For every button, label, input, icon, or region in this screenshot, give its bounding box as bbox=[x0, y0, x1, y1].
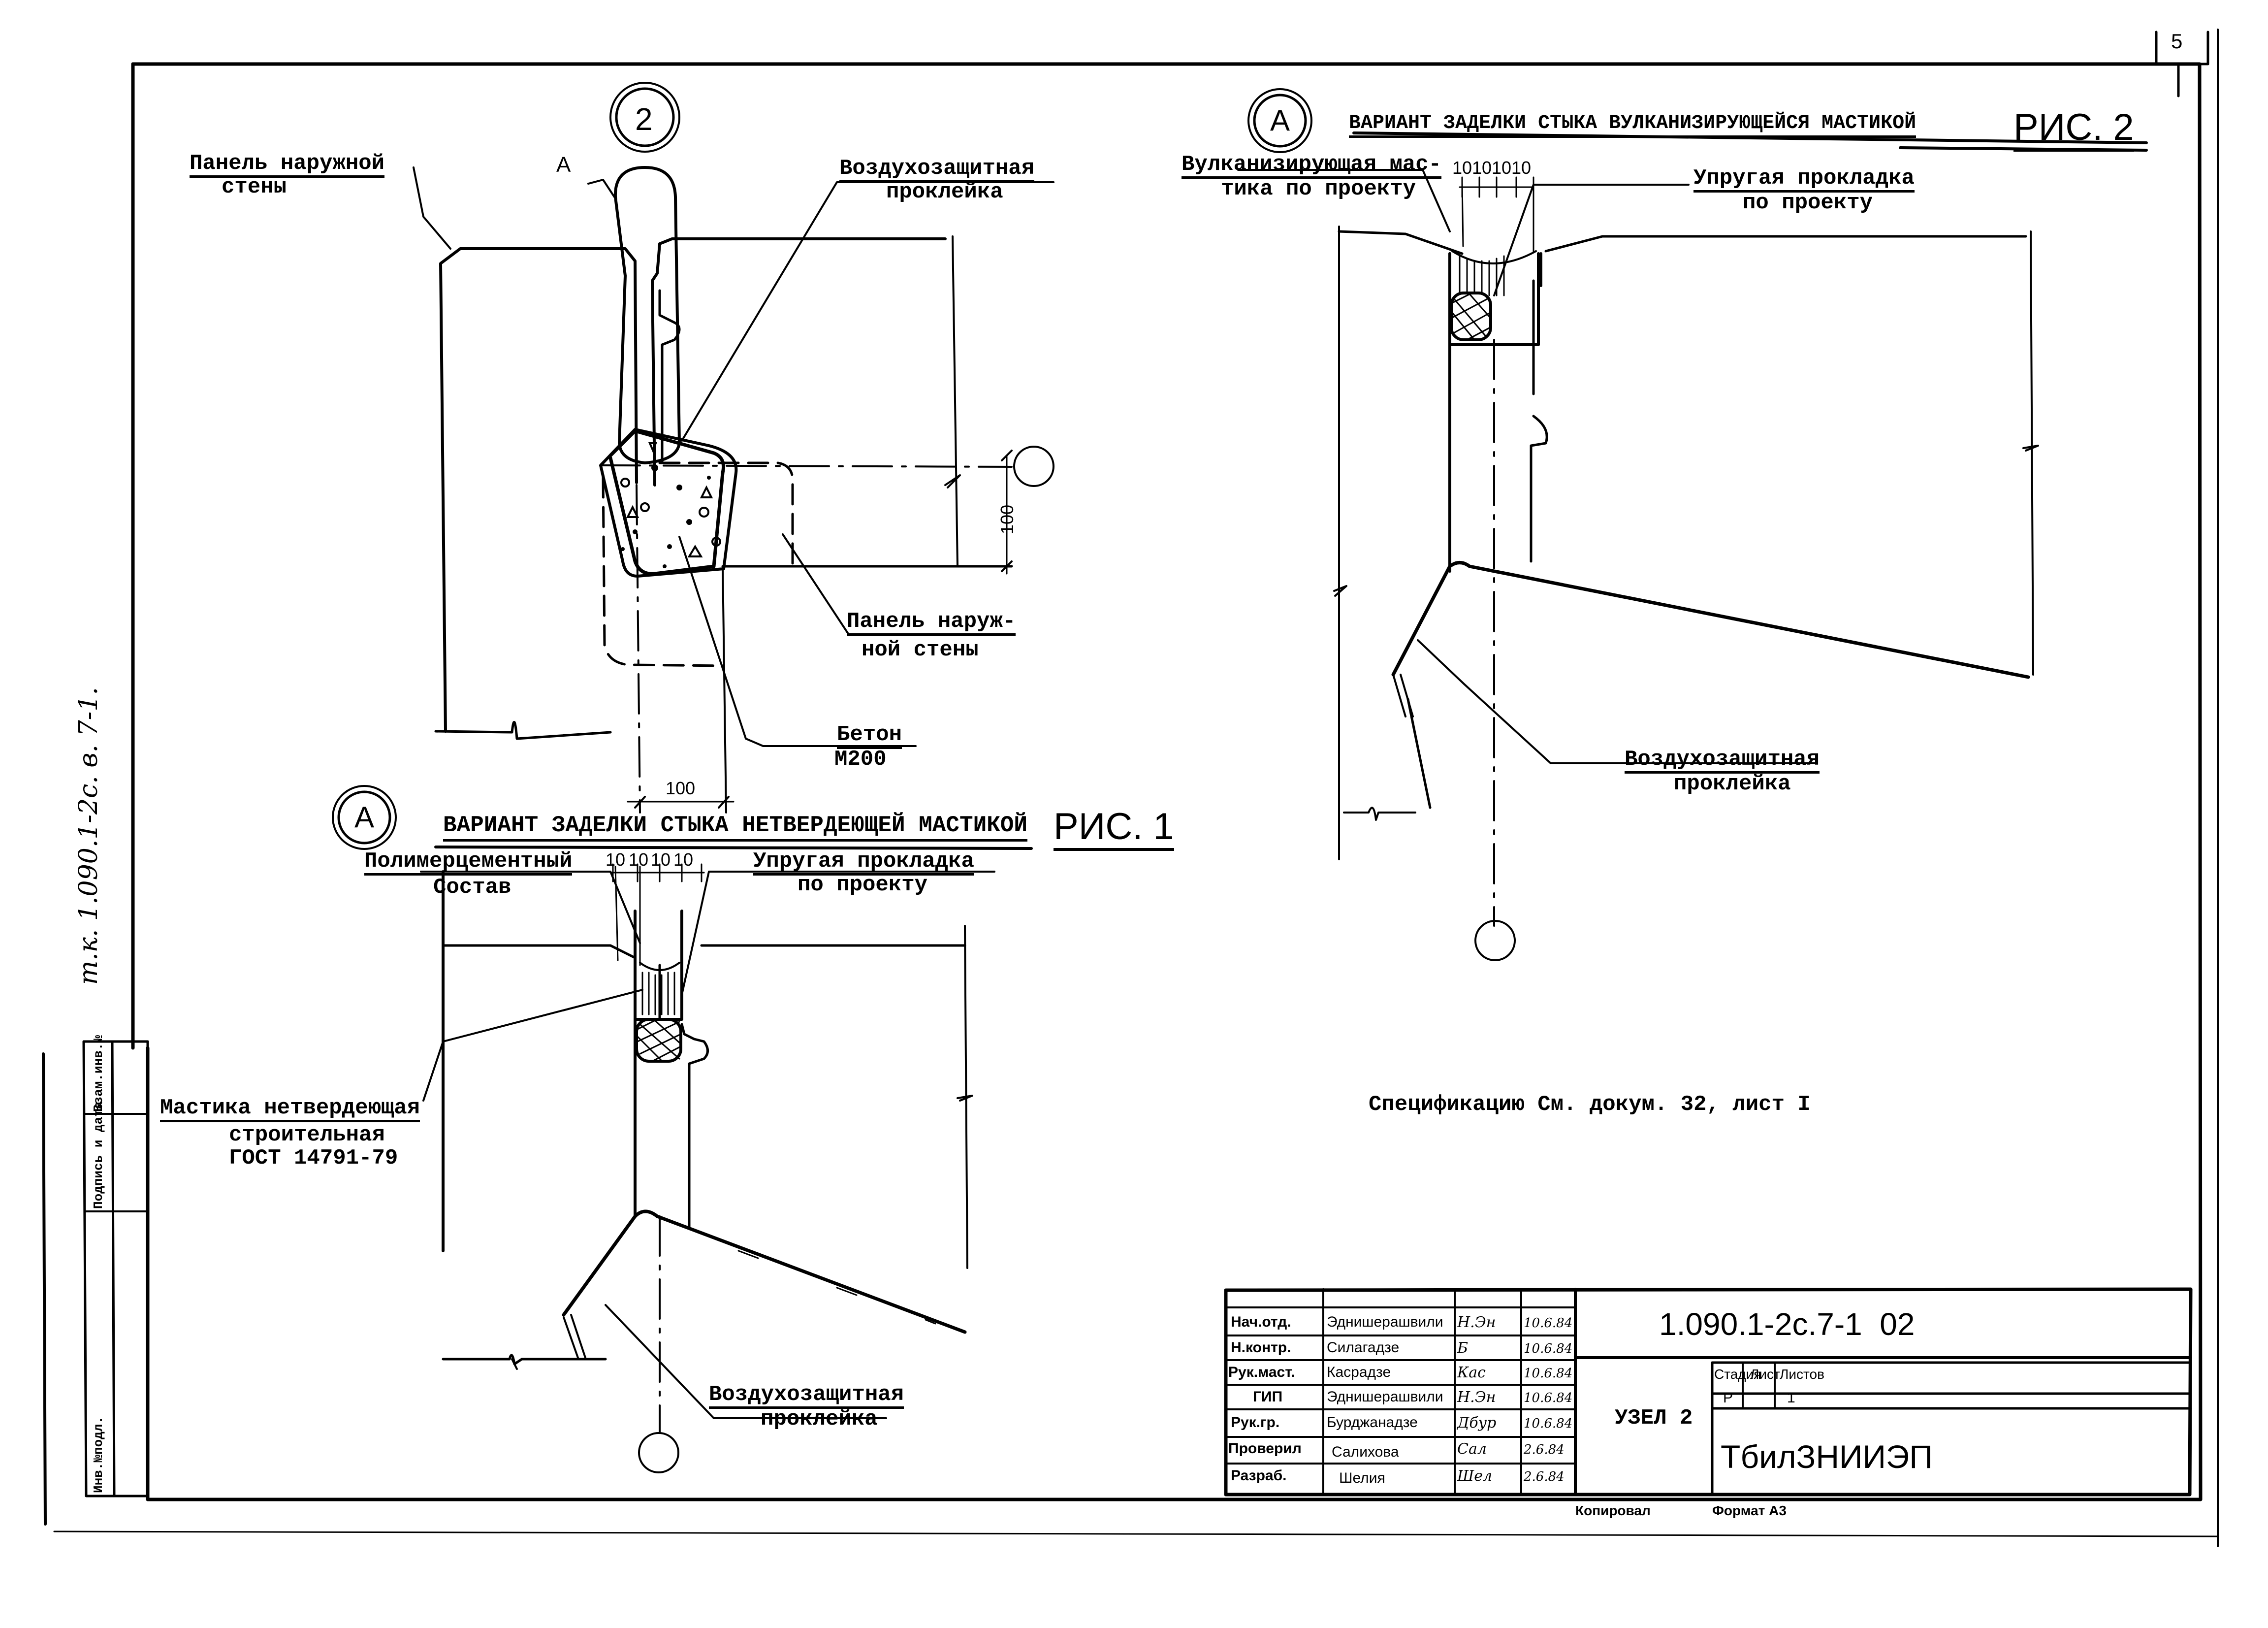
fig1-dim-1: 10 bbox=[606, 849, 626, 870]
tb-sign-5: Сал bbox=[1457, 1440, 1487, 1458]
page-number: 5 bbox=[2171, 30, 2183, 53]
fig1-dim-3: 10 bbox=[651, 849, 671, 870]
main-view-drawing bbox=[413, 82, 1054, 814]
fig2-drawing bbox=[1237, 88, 2148, 961]
tb-name-5: Салихова bbox=[1332, 1444, 1399, 1460]
tb-role-5: Проверил bbox=[1228, 1440, 1302, 1457]
fig1-label-elastic-gasket-line2: по проекту bbox=[798, 873, 928, 897]
tb-role-6: Разраб. bbox=[1231, 1467, 1287, 1484]
section-ref-label: A bbox=[556, 153, 571, 177]
fig1-dim-4: 10 bbox=[673, 849, 694, 870]
fig1-title: ВАРИАНТ ЗАДЕЛКИ СТЫКА НЕТВЕРДЕЮЩЕЙ МАСТИ… bbox=[443, 813, 1027, 842]
fig1-label-mastic-gost: ГОСТ 14791-79 bbox=[229, 1146, 398, 1171]
tb-role-1: Н.контр. bbox=[1231, 1339, 1291, 1356]
fig1-label-mastic: Мастика нетвердеющая bbox=[160, 1097, 420, 1122]
fig1-label-polymer-cement: Полимерцементный bbox=[364, 850, 573, 876]
format-label: Формат А3 bbox=[1712, 1503, 1787, 1518]
tb-date-5: 2.6.84 bbox=[1524, 1442, 1565, 1457]
fig1-label-elastic-gasket: Упругая прокладка bbox=[753, 850, 974, 876]
label-concrete-grade: М200 bbox=[834, 747, 887, 772]
fig1-label-polymer-cement-line2: Состав bbox=[433, 875, 511, 900]
side-stamp-label-replacement: Взам.инв.№ bbox=[91, 1035, 106, 1112]
sheets-value: 1 bbox=[1787, 1390, 1795, 1406]
side-stamp-label-signature: Подпись и дата bbox=[91, 1101, 106, 1209]
tb-date-1: 10.6.84 bbox=[1524, 1341, 1573, 1356]
fig2-label: РИС. 2 bbox=[2013, 106, 2134, 152]
tb-sign-3: Н.Эн bbox=[1457, 1389, 1496, 1406]
stage-header: Стадия bbox=[1714, 1367, 1761, 1382]
fig2-dim-2: 10 bbox=[1472, 158, 1492, 178]
stage-value: Р bbox=[1723, 1390, 1733, 1406]
fig1-drawing bbox=[332, 785, 1169, 1473]
tb-name-1: Силагадзе bbox=[1327, 1339, 1400, 1356]
tb-name-2: Касрадзе bbox=[1327, 1364, 1391, 1380]
tb-name-0: Эднишерашвили bbox=[1327, 1314, 1443, 1330]
fig1-label-air-barrier-line2: проклейка bbox=[761, 1407, 878, 1432]
dimension-horizontal-100: 100 bbox=[666, 778, 696, 798]
tb-name-4: Бурджанадзе bbox=[1327, 1414, 1418, 1431]
tb-sign-1: Б bbox=[1457, 1339, 1469, 1357]
tb-name-6: Шелия bbox=[1339, 1470, 1385, 1486]
fig2-label-elastic-gasket: Упругая прокладка bbox=[1693, 167, 1915, 193]
copied-label: Копировал bbox=[1575, 1503, 1651, 1518]
fig1-label-mastic-line2: строительная bbox=[229, 1123, 385, 1147]
fig2-label-elastic-gasket-line2: по проекту bbox=[1743, 191, 1873, 215]
fig1-label: РИС. 1 bbox=[1054, 805, 1174, 851]
tb-name-3: Эднишерашвили bbox=[1327, 1389, 1443, 1405]
fig2-label-vulcanizing-mastic: Вулканизирующая мас- bbox=[1182, 154, 1442, 179]
tb-sign-6: Шел bbox=[1457, 1467, 1493, 1485]
side-stamp bbox=[42, 1040, 149, 1526]
label-panel-outer-wall-2-line2: ной стены bbox=[862, 638, 979, 662]
fig2-section-marker: A bbox=[1270, 104, 1290, 137]
title-block-frame bbox=[1224, 1287, 2193, 1497]
tb-role-2: Рук.маст. bbox=[1228, 1364, 1295, 1380]
tb-date-2: 10.6.84 bbox=[1524, 1366, 1573, 1381]
fig1-label-air-barrier: Воздухозащитная bbox=[709, 1384, 904, 1409]
label-air-barrier-main-line2: проклейка bbox=[886, 180, 1003, 204]
organization: ТбилЗНИИЭП bbox=[1721, 1438, 1933, 1475]
fig2-label-vulcanizing-mastic-line2: тика по проекту bbox=[1221, 177, 1416, 201]
dimension-vertical-100: 100 bbox=[997, 504, 1017, 534]
fig2-dim-1: 10 bbox=[1452, 158, 1472, 178]
fig2-label-air-barrier-line2: проклейка bbox=[1674, 772, 1791, 796]
label-concrete: Бетон bbox=[837, 724, 902, 749]
specification-note: Спецификацию См. докум. 32, лист I bbox=[1369, 1092, 1811, 1117]
fig2-label-air-barrier: Воздухозащитная bbox=[1625, 749, 1820, 774]
tb-date-4: 10.6.84 bbox=[1524, 1416, 1573, 1431]
label-panel-outer-wall-2: Панель наруж- bbox=[847, 611, 1016, 636]
fig2-title: ВАРИАНТ ЗАДЕЛКИ СТЫКА ВУЛКАНИЗИРУЮЩЕЙСЯ … bbox=[1349, 112, 1917, 138]
sheet-title: УЗЕЛ 2 bbox=[1615, 1406, 1693, 1431]
fig2-dim-4: 10 bbox=[1511, 158, 1532, 178]
gasket-crosshatch bbox=[635, 1018, 682, 1063]
tb-role-4: Рук.гр. bbox=[1231, 1414, 1280, 1431]
mastic-hatch bbox=[641, 972, 675, 1015]
fig1-section-marker: A bbox=[354, 801, 375, 834]
sheets-header: Листов bbox=[1780, 1367, 1824, 1382]
tb-date-6: 2.6.84 bbox=[1524, 1469, 1565, 1484]
label-panel-outer-wall-1-line2: стены bbox=[222, 175, 287, 199]
tb-sign-4: Дбур bbox=[1457, 1414, 1497, 1432]
fig2-dim-3: 10 bbox=[1492, 158, 1512, 178]
tb-role-3: ГИП bbox=[1253, 1389, 1283, 1405]
tb-date-3: 10.6.84 bbox=[1524, 1391, 1573, 1405]
document-code: 1.090.1-2с.7-1 02 bbox=[1659, 1306, 1915, 1342]
sheet-header: Лист bbox=[1750, 1367, 1780, 1382]
fig1-dim-2: 10 bbox=[629, 849, 649, 870]
label-air-barrier-main: Воздухозащитная bbox=[839, 158, 1035, 183]
tb-date-0: 10.6.84 bbox=[1524, 1316, 1573, 1331]
side-stamp-label-inventory: Инв.№подл. bbox=[91, 1416, 106, 1493]
tb-sign-0: Н.Эн bbox=[1457, 1314, 1496, 1331]
label-panel-outer-wall-1: Панель наружной bbox=[190, 153, 385, 178]
node-marker-number: 2 bbox=[635, 101, 653, 137]
margin-note: т.к. 1.090.1-2с. в. 7-1. bbox=[74, 687, 103, 985]
concrete-aggregate bbox=[620, 442, 721, 568]
tb-sign-2: Кас bbox=[1457, 1364, 1486, 1381]
tb-role-0: Нач.отд. bbox=[1231, 1314, 1291, 1330]
